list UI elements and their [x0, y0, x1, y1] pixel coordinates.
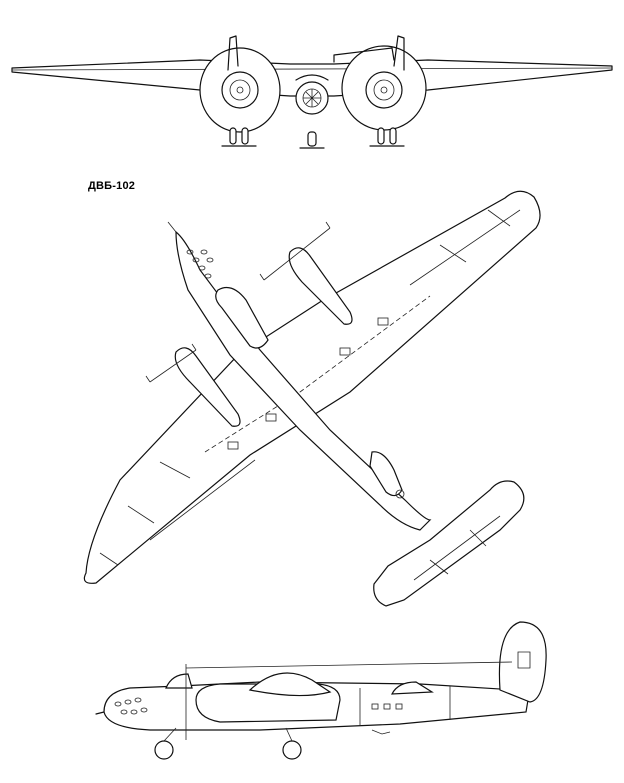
plan-rear-turret	[369, 451, 403, 497]
front-landing-gear	[221, 127, 405, 149]
right-fin	[393, 35, 405, 71]
front-view	[11, 35, 613, 149]
plan-wing-hatches	[227, 317, 389, 450]
side-cockpit-canopy	[165, 673, 193, 689]
plan-tailplane	[373, 480, 525, 607]
left-fin	[227, 35, 239, 71]
plan-view	[83, 190, 541, 607]
side-rear-turret	[391, 681, 434, 695]
right-engine-nacelle	[365, 71, 403, 109]
side-wing-fairing	[248, 672, 332, 697]
plan-main-wing	[83, 190, 541, 584]
aircraft-designation: ДВБ-102	[88, 180, 136, 192]
side-landing-gear	[154, 727, 391, 760]
plan-left-nacelle	[174, 347, 241, 427]
side-fuselage-windows	[371, 703, 403, 710]
side-fin	[498, 621, 547, 703]
side-nose-windows	[114, 697, 148, 715]
plan-cockpit-canopy	[215, 287, 269, 349]
left-engine-nacelle	[221, 71, 259, 109]
plan-right-nacelle	[288, 247, 353, 325]
plan-nose-windows	[186, 249, 214, 279]
